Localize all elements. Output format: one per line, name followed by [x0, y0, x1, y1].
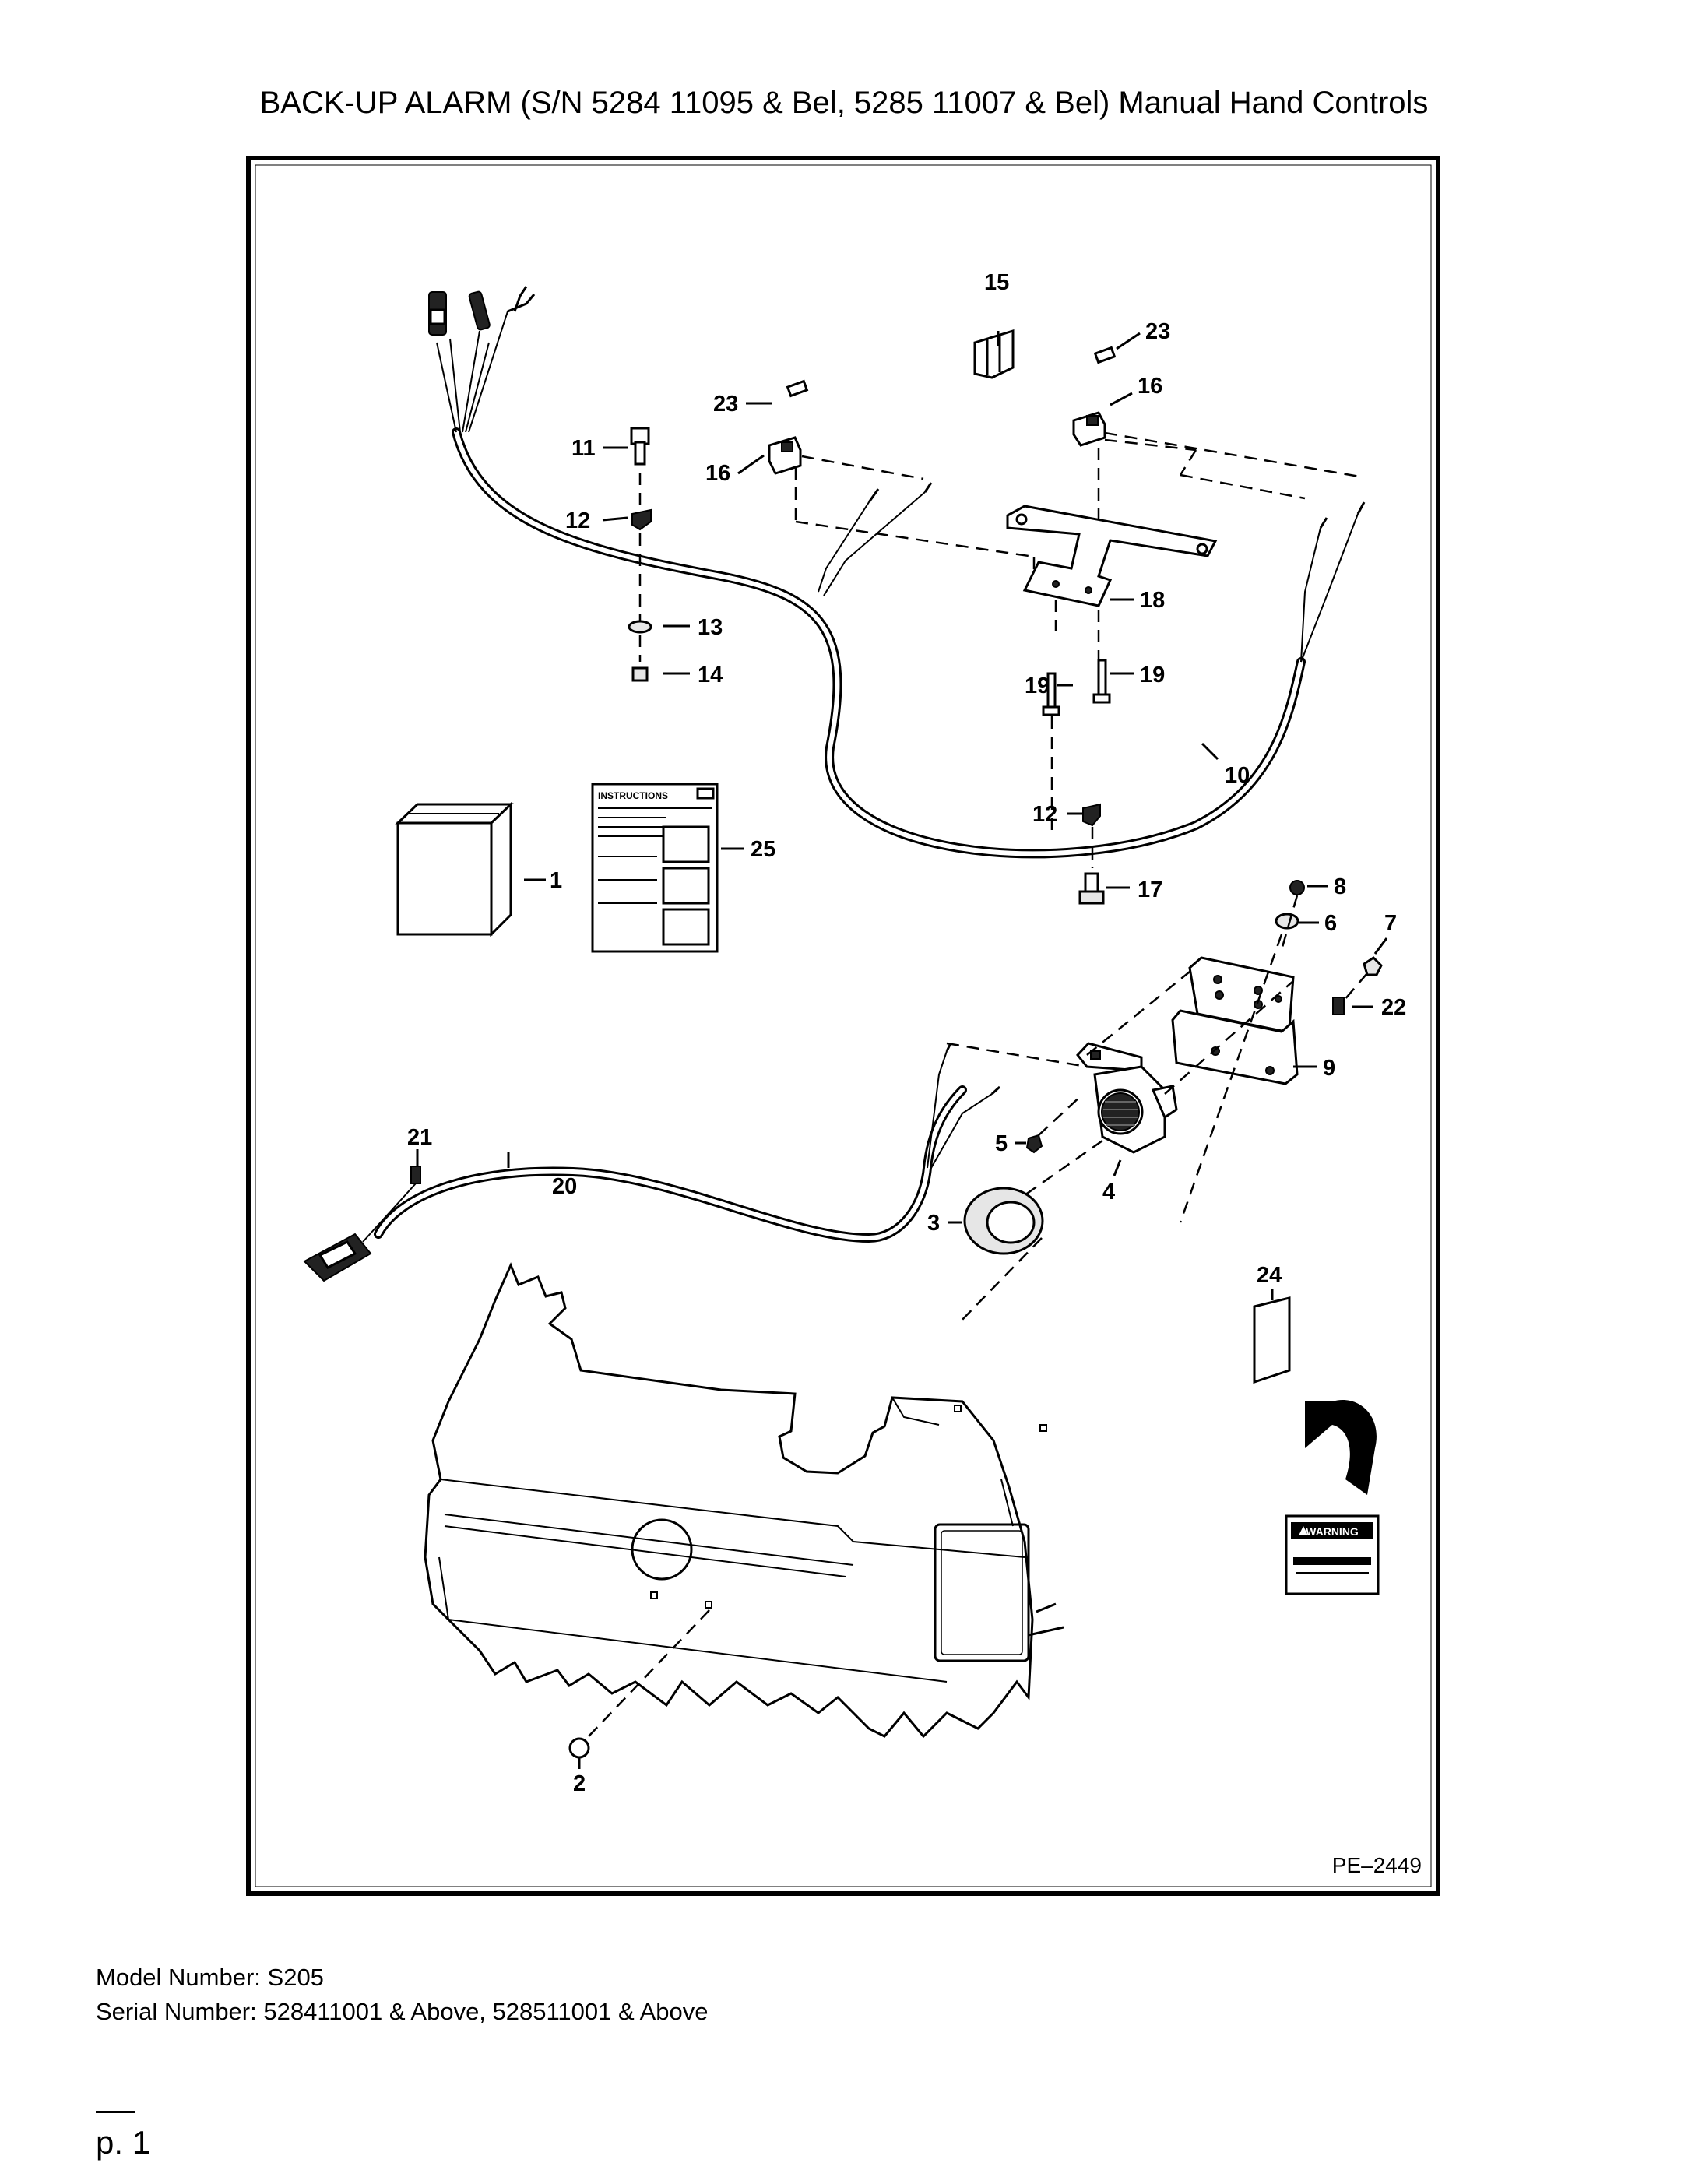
mounting-bracket-18 [1006, 505, 1218, 631]
callout-9: 9 [1323, 1056, 1335, 1081]
callout-24: 24 [1257, 1263, 1282, 1288]
footer-rule [96, 2111, 135, 2113]
hardware-stack-right [1275, 880, 1383, 1015]
callout-10: 10 [1225, 763, 1250, 788]
callout-3: 3 [927, 1211, 940, 1236]
kit-box [395, 801, 514, 937]
serial-number: Serial Number: 528411001 & Above, 528511… [96, 1998, 709, 2025]
callout-4: 4 [1102, 1180, 1115, 1205]
decal-warning-text: WARNING [1306, 1525, 1359, 1538]
callout-25: 25 [751, 837, 775, 862]
callout-16-left: 16 [705, 461, 730, 486]
callout-11: 11 [571, 436, 596, 461]
alarm-harness [303, 1043, 1001, 1282]
instructions-sheet [591, 783, 719, 953]
model-number: Model Number: S205 [96, 1964, 324, 1991]
callout-16-right: 16 [1138, 374, 1162, 399]
bracket-15 [973, 329, 1015, 379]
grommet-3 [958, 1139, 1103, 1324]
callout-19-left: 19 [1025, 673, 1050, 698]
callout-13: 13 [698, 615, 723, 640]
callout-15: 15 [984, 270, 1009, 295]
callout-1: 1 [550, 868, 562, 893]
callout-leaders [416, 331, 1388, 1769]
callout-8: 8 [1334, 874, 1346, 899]
callout-19-right: 19 [1140, 663, 1165, 688]
callout-21: 21 [407, 1125, 432, 1150]
instructions-heading: INSTRUCTIONS [598, 790, 668, 801]
callout-17: 17 [1138, 877, 1162, 902]
callout-22: 22 [1381, 995, 1406, 1020]
callout-2: 2 [573, 1771, 586, 1796]
alarm-bracket-9 [1171, 934, 1299, 1223]
callout-12-upper: 12 [565, 508, 590, 533]
parts-diagram: .ln { fill:none; stroke:#000; stroke-wid… [246, 156, 1440, 1896]
fastener-stack-left [628, 427, 652, 682]
screw-5 [1025, 1093, 1084, 1154]
backup-alarm [946, 971, 1294, 1154]
connector-right [1072, 346, 1360, 662]
wiring-harness [428, 286, 1366, 859]
callout-6: 6 [1324, 911, 1337, 936]
callout-14: 14 [698, 663, 723, 688]
loader-rear-panel [424, 1262, 1064, 1759]
page-title: BACK-UP ALARM (S/N 5284 11095 & Bel, 528… [259, 86, 1429, 120]
decal-24: WARNING [1253, 1296, 1380, 1595]
connector-left [768, 379, 1036, 584]
frame-border [246, 156, 1440, 1896]
callout-numbers: 1 2 3 4 5 6 7 8 9 10 11 12 12 13 14 15 1… [407, 270, 1406, 1796]
callout-7: 7 [1384, 911, 1397, 936]
callout-23-right: 23 [1145, 319, 1170, 344]
callout-12-lower: 12 [1032, 802, 1057, 827]
page-number: p. 1 [96, 2124, 151, 2161]
figure-id: PE–2449 [1332, 1853, 1422, 1877]
callout-23-left: 23 [713, 392, 738, 417]
callout-18: 18 [1140, 588, 1165, 613]
callout-20: 20 [552, 1174, 577, 1199]
clip-and-bolt [1078, 803, 1105, 905]
bolts-19 [1042, 659, 1111, 833]
callout-5: 5 [995, 1131, 1008, 1156]
